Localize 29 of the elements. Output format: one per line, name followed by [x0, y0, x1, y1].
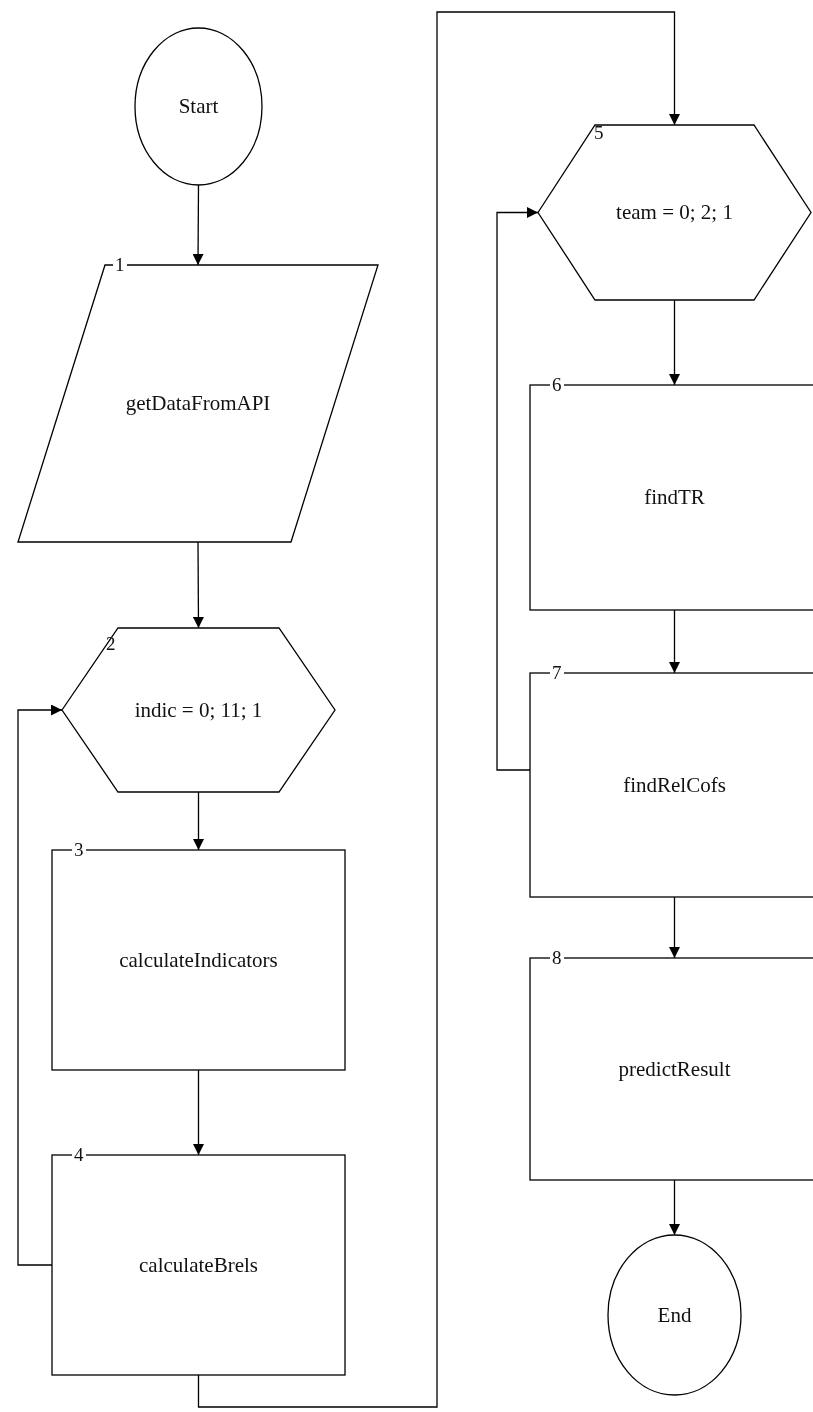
node-label: Start [178, 94, 219, 119]
arrow [669, 1179, 680, 1236]
node-label: getDataFromAPI [125, 391, 271, 416]
node-label: team = 0; 2; 1 [616, 200, 733, 225]
step-number: 1 [113, 255, 127, 274]
arrow [193, 1069, 204, 1156]
node-label: indic = 0; 11; 1 [134, 697, 263, 723]
node-label: findTR [644, 485, 705, 510]
arrow [669, 896, 680, 959]
node-label: End [657, 1302, 692, 1328]
step-number: 3 [72, 840, 86, 859]
arrow [193, 791, 204, 851]
arrow [192, 184, 204, 266]
arrow [17, 704, 63, 1266]
arrow [669, 609, 680, 674]
arrow [192, 541, 204, 629]
step-number: 6 [550, 375, 564, 394]
step-number: 5 [593, 123, 605, 142]
step-number: 2 [105, 634, 117, 653]
node-label: calculateBrels [139, 1252, 258, 1278]
step-number: 8 [550, 948, 564, 967]
arrow [197, 11, 680, 1408]
step-number: 7 [550, 663, 564, 682]
step-number: 4 [72, 1145, 86, 1164]
arrow [669, 299, 680, 386]
node-label: predictResult [618, 1056, 731, 1082]
node-label: findRelCofs [623, 772, 726, 798]
node-label: calculateIndicators [119, 947, 278, 973]
arrow [496, 207, 539, 771]
